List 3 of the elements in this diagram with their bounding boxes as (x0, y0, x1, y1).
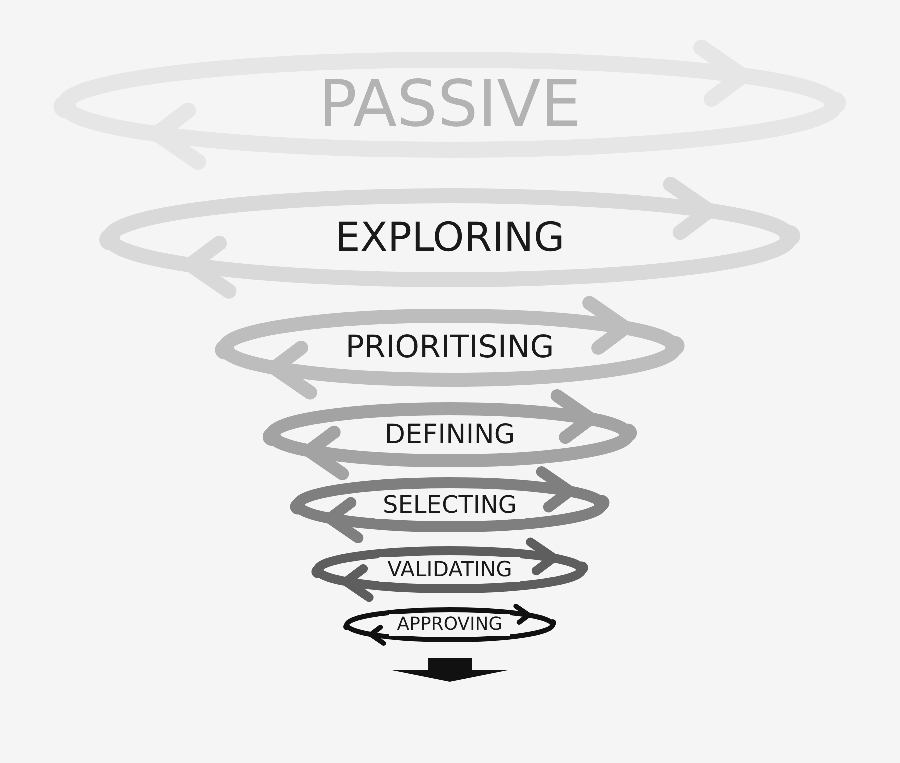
stage-label: SELECTING (375, 491, 525, 519)
stage-label: VALIDATING (380, 558, 520, 582)
stage-label: APPROVING (389, 614, 511, 636)
